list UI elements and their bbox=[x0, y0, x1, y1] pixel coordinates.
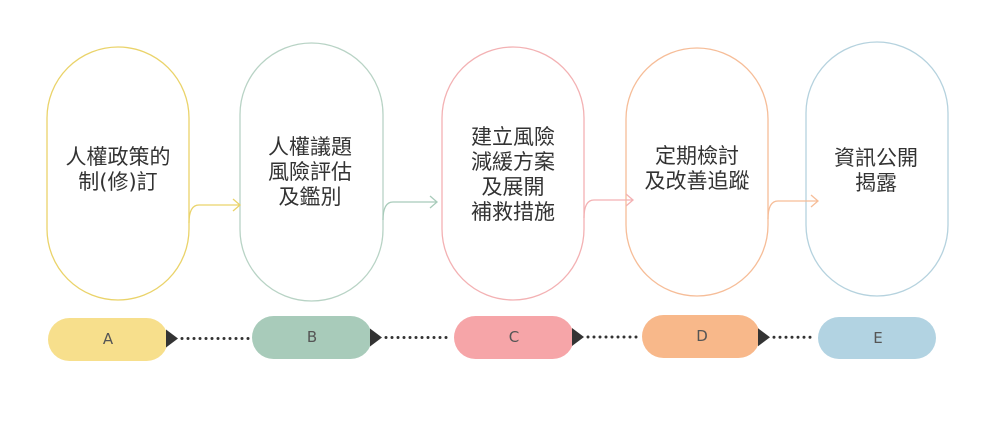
badge-a-label: A bbox=[102, 330, 114, 348]
dotted-link-3-arrowhead bbox=[572, 328, 584, 346]
connector-3-arrowhead bbox=[625, 193, 634, 207]
connector-3 bbox=[583, 199, 633, 219]
dotted-link-4-arrowhead bbox=[758, 328, 770, 347]
step-2-text: 人權議題 風險評估 及鑑別 bbox=[268, 135, 352, 209]
badge-c bbox=[454, 316, 574, 359]
badge-a bbox=[48, 318, 168, 361]
connector-1-arrowhead bbox=[232, 198, 241, 212]
connector-2 bbox=[382, 201, 437, 221]
badge-c-label: C bbox=[508, 328, 520, 346]
dotted-link-1-arrowhead bbox=[166, 329, 178, 348]
badge-b-label: B bbox=[306, 328, 318, 346]
connector-4-arrowhead bbox=[810, 194, 819, 208]
step-3-text: 建立風險 減緩方案 及展開 補救措施 bbox=[471, 125, 555, 224]
step-4-text: 定期檢討 及改善追蹤 bbox=[644, 144, 750, 193]
badge-e bbox=[818, 317, 936, 359]
step-2-outline bbox=[239, 42, 384, 302]
dotted-link-2-arrowhead bbox=[370, 328, 382, 347]
badge-e-label: E bbox=[873, 329, 883, 347]
badge-b bbox=[252, 316, 372, 359]
step-3-outline bbox=[441, 46, 585, 301]
connector-2-arrowhead bbox=[429, 195, 438, 209]
badge-d bbox=[642, 315, 760, 358]
step-4-outline bbox=[625, 47, 769, 297]
connector-1 bbox=[188, 204, 240, 224]
badge-d-label: D bbox=[696, 327, 708, 345]
connector-4 bbox=[767, 200, 818, 220]
step-1-outline bbox=[46, 46, 190, 301]
step-5-text: 資訊公開 揭露 bbox=[834, 146, 918, 195]
step-5-outline bbox=[805, 41, 949, 297]
step-1-text: 人權政策的 制(修)訂 bbox=[65, 145, 171, 194]
